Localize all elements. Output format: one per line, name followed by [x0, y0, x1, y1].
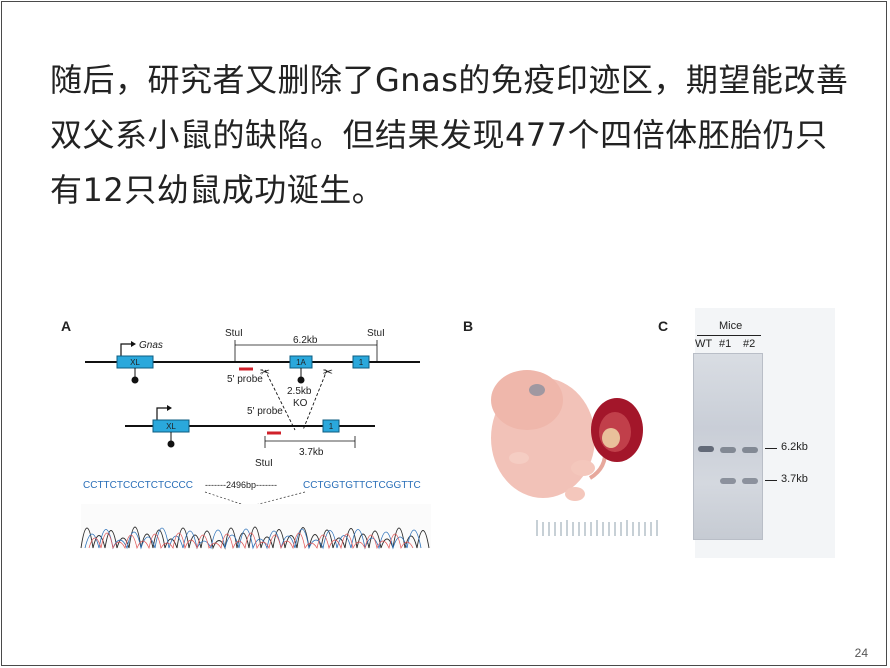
chromatogram-trace-red [88, 532, 414, 550]
methylation-dot-icon [167, 440, 175, 448]
page-number: 24 [854, 646, 868, 660]
band-1-upper [720, 447, 736, 453]
arrowhead-icon [167, 405, 172, 411]
exon-1a-label: 1A [296, 358, 306, 367]
gene-name: Gnas [139, 340, 163, 351]
southern-blot [693, 353, 763, 540]
band-wt-upper [698, 446, 714, 452]
marker-lower-label: 3.7kb [781, 473, 808, 485]
band-2-lower [742, 478, 758, 484]
stul-bottom-label: StuI [255, 458, 273, 469]
panel-a-diagram: Gnas XL 1A 1 StuI StuI 6.2kb 5' probe ✂ … [80, 328, 431, 550]
exon-1-box [352, 355, 370, 369]
ruler-scale [536, 520, 658, 536]
marker-upper-label: 6.2kb [781, 441, 808, 453]
blot-header: Mice [719, 320, 743, 332]
deletion-size-label: 2.5kb [287, 386, 312, 397]
panel-b-label: B [463, 318, 474, 334]
stul-left-label: StuI [225, 328, 243, 339]
methylation-dot-icon [297, 376, 305, 384]
pup-foot [565, 487, 585, 501]
pup-forelimb [509, 452, 529, 464]
marker-upper-tick [765, 448, 777, 449]
ko-exon-1-label: 1 [329, 422, 334, 431]
sequence-left: CCTTCTCCCTCTCCCC [83, 480, 193, 491]
research-figure: A Gnas XL 1A 1 StuI StuI 6.2kb 5' probe … [55, 308, 835, 558]
scissors-left-icon: ✂ [260, 365, 270, 379]
chromatogram-trace-black [80, 526, 430, 550]
ko-exon-xl-label: XL [166, 422, 176, 431]
stul-right-label: StuI [367, 328, 385, 339]
size-top-label: 6.2kb [293, 335, 318, 346]
probe-top-label: 5' probe [227, 374, 263, 385]
pup-eye [529, 384, 545, 396]
sequence-gap: -------2496bp------- [205, 480, 277, 490]
lane-1: #1 [719, 338, 732, 350]
lane-2: #2 [743, 338, 756, 350]
panel-b-photo [491, 370, 658, 536]
ko-exon-1-box [322, 419, 340, 433]
pup-leg [571, 460, 595, 476]
band-1-lower [720, 478, 736, 484]
arrowhead-icon [131, 341, 136, 347]
lane-wt: WT [695, 338, 713, 350]
scissors-right-icon: ✂ [323, 365, 333, 379]
methylation-dot-icon [131, 376, 139, 384]
panel-c-label: C [658, 318, 669, 334]
exon-1-label: 1 [359, 358, 364, 367]
sequence-right: CCTGGTGTTCTCGGTTC [303, 480, 421, 491]
panel-a-label: A [61, 318, 72, 334]
size-bottom-label: 3.7kb [299, 447, 324, 458]
band-2-upper [742, 447, 758, 453]
probe-bottom-label: 5' probe [247, 406, 283, 417]
exon-xl-label: XL [130, 358, 140, 367]
slide-body-text: 随后，研究者又删除了Gnas的免疫印迹区，期望能改善双父系小鼠的缺陷。但结果发现… [50, 61, 849, 209]
blot-header-underline [697, 335, 761, 336]
deletion-ko-label: KO [293, 398, 308, 409]
pup-head [491, 370, 563, 430]
marker-lower-tick [765, 480, 777, 481]
